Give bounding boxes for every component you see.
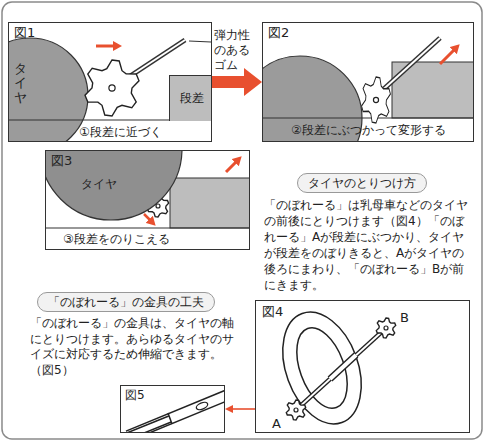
gear-axle xyxy=(373,97,378,102)
tube-joint xyxy=(168,413,172,424)
rod-inner xyxy=(296,328,386,410)
part-label: 弾力性のあるゴム xyxy=(214,28,261,73)
rod xyxy=(376,38,440,96)
heading-pill: 「のぼれーる」の金具の工夫 xyxy=(37,292,215,312)
body-text: 「のぼれーる」の金具は、タイヤの軸にとりつけます。あらゆるタイヤのサイズに対応す… xyxy=(30,316,242,378)
motion-arrow xyxy=(226,162,236,172)
step-block xyxy=(170,178,250,228)
tire xyxy=(45,150,182,220)
figure-caption: ①段差に近づく xyxy=(79,125,162,139)
figure-1-art xyxy=(8,38,212,142)
gear-axle xyxy=(384,326,388,330)
tire xyxy=(8,38,88,142)
gear-axle xyxy=(109,85,115,91)
part-letter: A xyxy=(272,416,281,433)
motion-arrow xyxy=(96,45,114,48)
figure-caption: ③段差をのりこえる xyxy=(63,232,170,246)
figure-number: 図4 xyxy=(262,304,283,320)
ground-line xyxy=(262,117,474,118)
leader-line xyxy=(189,41,211,42)
figure-panel: 図2 ②段差にぶつかって変形する xyxy=(262,22,474,142)
figure-number: 図5 xyxy=(125,388,145,402)
motion-arrow xyxy=(440,50,454,64)
figure-2-art xyxy=(262,38,474,142)
figure-number: 図2 xyxy=(268,25,289,41)
tire-outer xyxy=(268,301,375,433)
rubber-gear xyxy=(376,318,395,338)
rubber-gear xyxy=(286,400,305,420)
figure-caption: ②段差にぶつかって変形する xyxy=(291,123,446,137)
figure-number: 図1 xyxy=(14,25,35,41)
ground-line xyxy=(45,227,250,228)
rubber-gear xyxy=(85,60,139,116)
heading-pill: タイヤのとりつけ方 xyxy=(297,173,427,193)
rod-inner xyxy=(376,38,440,96)
motion-arrow xyxy=(144,214,150,220)
rod xyxy=(296,328,386,410)
figure-panel: 段差 図1 ①段差に近づく xyxy=(8,22,212,142)
part-letter: B xyxy=(400,310,409,327)
telescope-sleeve xyxy=(330,355,356,379)
gear-axle xyxy=(156,204,160,208)
node-text: 「のぼれーる」の金具の工夫 xyxy=(48,295,204,309)
inner-tube xyxy=(128,419,170,433)
telescope-sleeve-inner xyxy=(330,355,356,379)
figure-panel: 図5 xyxy=(120,385,225,433)
figure-panel: タイヤ図3 ③段差をのりこえる xyxy=(45,150,250,250)
body-text: 「のぼれーる」は乳母車などのタイヤの前後にとりつけます（図4）「のぼれーる」Aが… xyxy=(264,197,472,293)
pointer-arrow xyxy=(233,408,255,410)
figure-panel: 図4 xyxy=(255,300,470,433)
inner-tube-inner xyxy=(128,419,170,433)
slot-hole xyxy=(195,401,208,411)
gear-axle xyxy=(294,408,298,412)
node-text: タイヤ xyxy=(81,177,117,191)
step-block: 段差 xyxy=(169,75,212,121)
flow-arrow xyxy=(212,76,244,88)
tire-label: タイヤ xyxy=(14,62,27,105)
node-text: 段差 xyxy=(180,91,204,105)
figure-number: 図3 xyxy=(51,153,72,169)
figure-4-art xyxy=(268,301,395,433)
node-text: タイヤのとりつけ方 xyxy=(308,176,416,190)
rubber-gear xyxy=(362,77,391,123)
